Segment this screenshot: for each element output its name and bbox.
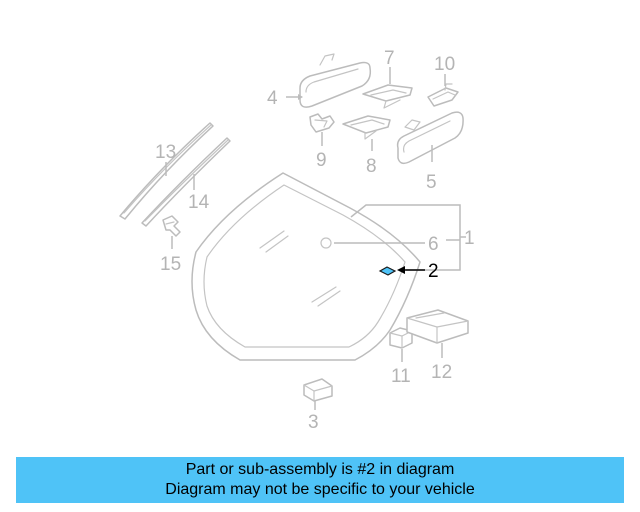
banner-line-disclaimer: Diagram may not be specific to your vehi… xyxy=(165,481,475,498)
part-9-bracket xyxy=(309,113,335,146)
part-7-cover xyxy=(362,67,413,109)
leader-group-1 xyxy=(334,204,466,271)
callout-11: 11 xyxy=(391,366,411,387)
callout-14: 14 xyxy=(188,192,210,213)
callout-7: 7 xyxy=(384,48,395,69)
part-13-moulding xyxy=(119,122,214,220)
callout-2: 2 xyxy=(428,261,439,282)
part-5-mirror xyxy=(396,111,464,165)
callout-6: 6 xyxy=(428,234,439,255)
callout-1: 1 xyxy=(464,228,475,249)
parts-diagram: 1 2 3 4 5 6 7 8 9 10 11 12 13 14 15 xyxy=(119,48,475,433)
callout-12: 12 xyxy=(431,362,452,383)
callout-13: 13 xyxy=(155,142,176,163)
callout-5: 5 xyxy=(426,172,437,193)
bracket-6 xyxy=(320,237,332,249)
info-banner: Part or sub-assembly is #2 in diagram Di… xyxy=(16,457,624,503)
part-8-cover xyxy=(342,115,391,151)
part-3 xyxy=(303,378,333,410)
part-2-highlight xyxy=(378,266,397,276)
part-4-mirror xyxy=(286,53,372,108)
callout-4: 4 xyxy=(267,88,278,109)
callout-3: 3 xyxy=(308,412,319,433)
callout-8: 8 xyxy=(366,156,377,177)
banner-line-part: Part or sub-assembly is #2 in diagram xyxy=(185,461,455,478)
part-14-moulding xyxy=(141,137,231,227)
part-12-module xyxy=(406,309,469,358)
windshield xyxy=(191,172,421,361)
callout-9: 9 xyxy=(316,150,327,171)
callout-labels: 1 2 3 4 5 6 7 8 9 10 11 12 13 14 15 xyxy=(155,48,475,433)
part-10-bracket xyxy=(427,74,459,107)
part-15-clip xyxy=(162,215,181,249)
callout-10: 10 xyxy=(434,54,455,75)
callout-15: 15 xyxy=(160,254,181,275)
leader-2 xyxy=(397,266,425,274)
